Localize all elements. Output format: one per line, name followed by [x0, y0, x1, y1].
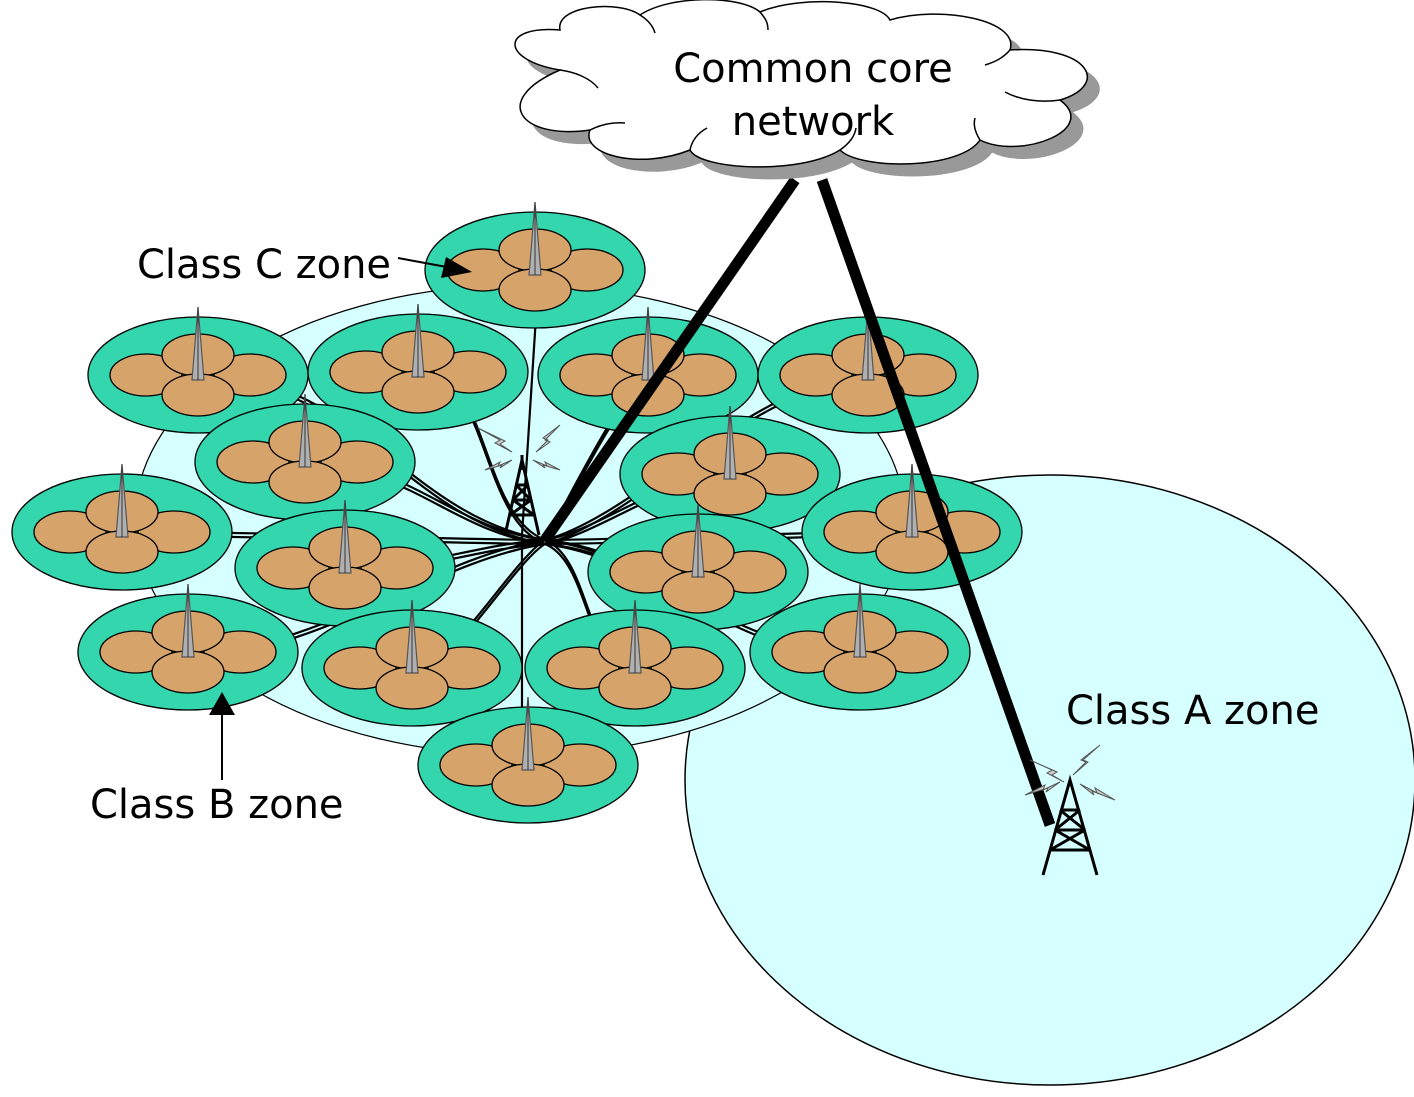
class-c-zone: [234, 499, 456, 627]
sector-cell: [559, 353, 633, 397]
class-c-zone: [417, 696, 639, 824]
core-network-label-line2: network: [732, 99, 895, 145]
sector-cell: [33, 510, 107, 554]
class-b-zone-label: Class B zone: [90, 782, 344, 828]
class-a-zone-label: Class A zone: [1066, 688, 1319, 734]
sector-cell: [883, 353, 957, 397]
sector-cell: [823, 510, 897, 554]
sector-cell: [713, 550, 787, 594]
sector-cell: [203, 630, 277, 674]
hub-tower-icon: [503, 455, 541, 536]
sector-cell: [439, 743, 513, 787]
class-a-tower-icon: [1041, 774, 1099, 876]
sector-cell: [433, 350, 507, 394]
class-c-zone: [619, 405, 841, 533]
sector-cell: [256, 546, 330, 590]
class-c-zone: [524, 599, 746, 727]
sector-cell: [641, 452, 715, 496]
class-c-zones: [11, 201, 1023, 824]
class-c-zone: [11, 463, 233, 591]
class-c-zone-label: Class C zone: [137, 242, 391, 288]
sector-cell: [360, 546, 434, 590]
sector-cell: [216, 440, 290, 484]
class-c-zone: [87, 306, 309, 434]
class-c-zone: [749, 583, 971, 711]
sector-cell: [875, 630, 949, 674]
sector-cell: [779, 353, 853, 397]
class-c-zone: [301, 599, 523, 727]
hub-signal-icon: [477, 424, 561, 471]
sector-cell: [745, 452, 819, 496]
class-c-arrow: [397, 257, 472, 278]
sector-cell: [550, 248, 624, 292]
class-c-zone: [537, 306, 759, 434]
class-c-zone: [424, 201, 646, 329]
sector-cell: [99, 630, 173, 674]
cloud-icon: [514, 0, 1100, 180]
sector-cell: [609, 550, 683, 594]
sector-cell: [427, 646, 501, 690]
core-network-label-line1: Common core: [673, 46, 953, 92]
class-a-signal-icon: [1024, 744, 1116, 801]
sector-cell: [323, 646, 397, 690]
class-c-zone: [801, 463, 1023, 591]
class-c-zone: [194, 393, 416, 521]
sector-cell: [543, 743, 617, 787]
sector-cell: [109, 353, 183, 397]
class-b-arrow: [209, 692, 235, 780]
sector-cell: [329, 350, 403, 394]
sector-cell: [137, 510, 211, 554]
sector-cell: [320, 440, 394, 484]
core-links: [540, 176, 1056, 827]
class-c-zone: [757, 306, 979, 434]
sector-cell: [213, 353, 287, 397]
class-c-zone: [587, 503, 809, 631]
class-c-zone: [307, 303, 529, 431]
class-c-zone: [77, 583, 299, 711]
sector-cell: [546, 646, 620, 690]
sector-cell: [650, 646, 724, 690]
sector-cell: [771, 630, 845, 674]
